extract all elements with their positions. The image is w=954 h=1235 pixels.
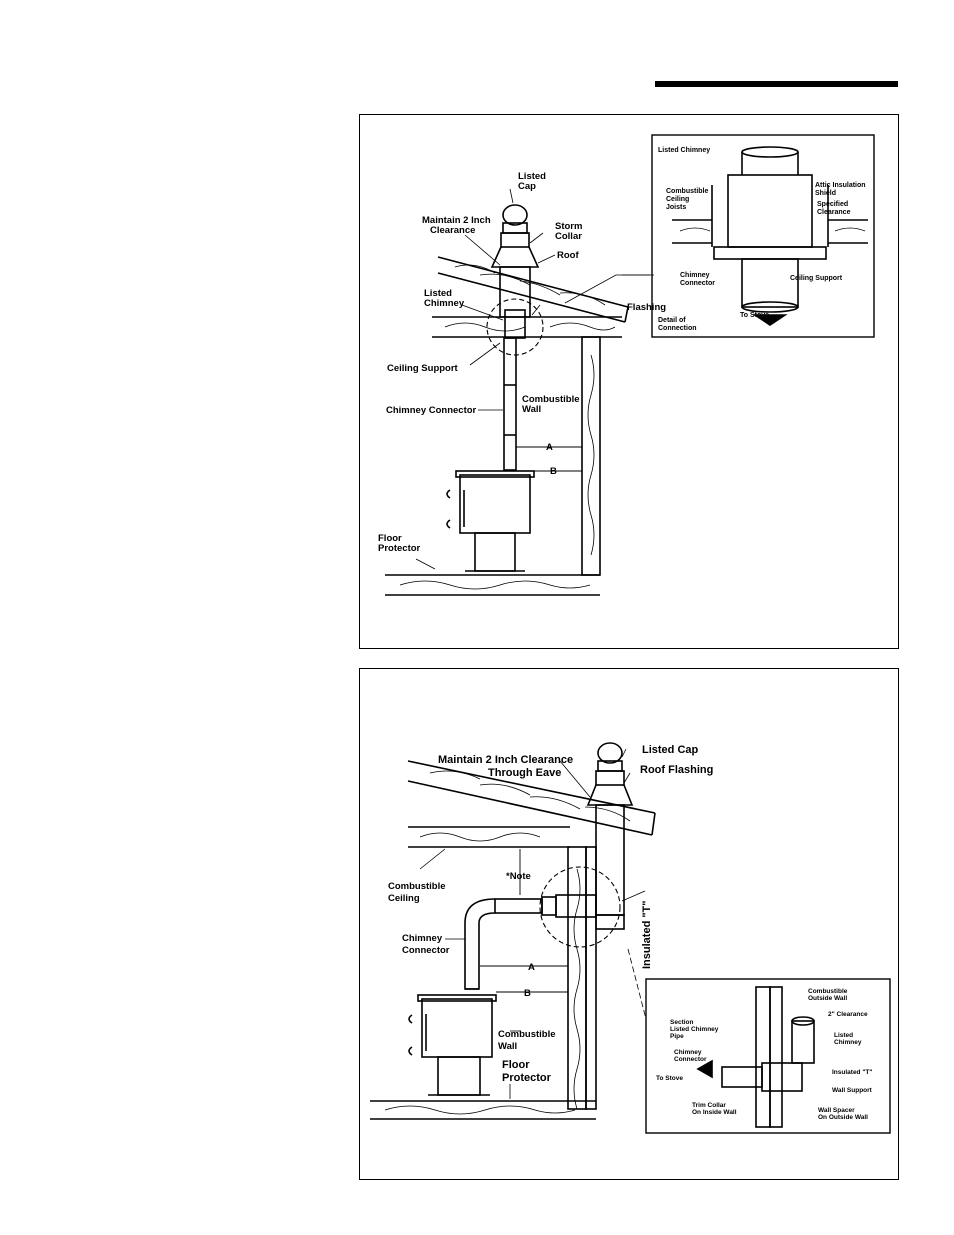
label-roof: Roof: [557, 250, 579, 261]
wood-stove: [408, 994, 497, 1096]
label-note: *Note: [506, 871, 531, 882]
label-dim-b: B: [550, 466, 557, 477]
inset-insulated-tee-detail: [645, 978, 891, 1134]
wood-stove: [446, 470, 535, 572]
dimension-lines: [480, 849, 568, 993]
inset-label-insulated-t: Insulated "T": [832, 1069, 872, 1076]
ceiling-joists: [432, 316, 622, 338]
label-listed-cap: Listed Cap: [642, 744, 699, 756]
detail-circle: [539, 866, 621, 948]
floor: [385, 574, 600, 596]
listed-chimney: [490, 204, 540, 339]
insulated-tee: [541, 894, 597, 918]
inset-label-2in-clearance: 2" Clearance: [828, 1011, 868, 1018]
chimney-connector-pipe: [464, 898, 543, 990]
label-insulated-t: Insulated "T": [641, 901, 653, 970]
inset-label-listed-chimney: Listed Chimney: [658, 147, 710, 154]
label-roof-flashing: Roof Flashing: [640, 764, 713, 776]
inset-label-wall-support: Wall Support: [832, 1087, 873, 1094]
label-dim-a: A: [528, 962, 535, 973]
leader-lines: [415, 188, 654, 570]
combustible-ceiling: [408, 826, 570, 848]
label-chimney-connector: Chimney Connector: [386, 405, 477, 416]
combustible-wall: [581, 336, 601, 576]
inset-label-to-stove: To Stove: [740, 312, 769, 319]
inset-detail-of-connection: [651, 134, 875, 338]
label-dim-b: B: [524, 988, 531, 999]
roof-deck: [437, 256, 629, 323]
detail-circle: [486, 298, 544, 356]
label-dim-a: A: [546, 442, 553, 453]
inset-label-ceiling-support: Ceiling Support: [790, 275, 843, 282]
combustible-wall: [567, 846, 597, 1110]
leader-lines: [419, 748, 647, 1099]
dimension-lines: [516, 446, 582, 472]
header-rule: [655, 81, 898, 87]
label-ceiling-support: Ceiling Support: [387, 363, 459, 374]
chimney-connector-pipe: [503, 337, 517, 471]
floor: [370, 1100, 596, 1120]
listed-chimney: [586, 742, 634, 930]
label-flashing: Flashing: [627, 302, 666, 313]
inset-label-to-stove: To Stove: [656, 1075, 683, 1082]
